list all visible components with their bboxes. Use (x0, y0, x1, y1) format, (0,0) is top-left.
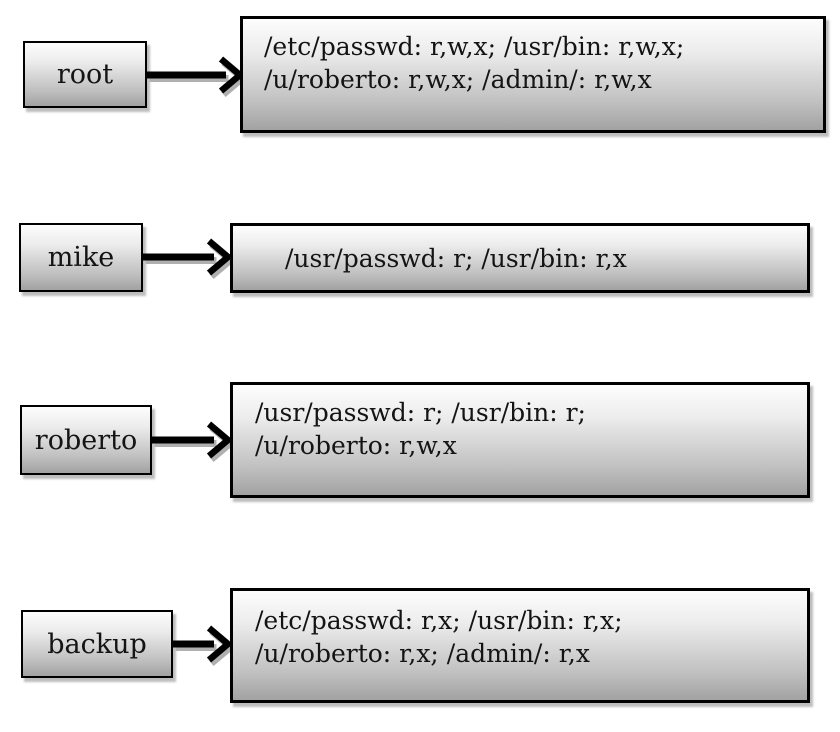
user-label-mike: mike (47, 242, 115, 273)
acl-line: /etc/passwd: r,w,x; /usr/bin: r,w,x; (264, 32, 685, 61)
user-label-roberto: roberto (34, 424, 138, 456)
arrow-mike-icon (143, 238, 233, 279)
acl-line: /usr/passwd: r; /usr/bin: r,x (285, 243, 627, 273)
acl-box-backup: /etc/passwd: r,x; /usr/bin: r,x; /u/robe… (230, 588, 810, 703)
arrow-root-icon (147, 56, 245, 97)
acl-box-mike: /usr/passwd: r; /usr/bin: r,x (230, 223, 810, 293)
user-label-root: root (56, 59, 114, 90)
acl-box-roberto: /usr/passwd: r; /usr/bin: r; /u/roberto:… (230, 382, 810, 498)
acl-line: /etc/passwd: r,x; /usr/bin: r,x; (255, 606, 623, 635)
acl-line: /u/roberto: r,w,x; /admin/: r,w,x (264, 65, 652, 94)
user-label-backup: backup (47, 628, 147, 660)
arrow-roberto-icon (152, 421, 233, 462)
acl-box-root: /etc/passwd: r,w,x; /usr/bin: r,w,x; /u/… (240, 16, 826, 133)
acl-line: /u/roberto: r,w,x (255, 431, 457, 460)
user-box-roberto: roberto (20, 405, 152, 475)
user-box-root: root (23, 41, 147, 108)
acl-line: /usr/passwd: r; /usr/bin: r; (255, 398, 586, 427)
arrow-backup-icon (173, 625, 233, 666)
user-box-backup: backup (21, 610, 173, 678)
acl-line: /u/roberto: r,x; /admin/: r,x (255, 639, 590, 668)
user-box-mike: mike (19, 223, 143, 292)
